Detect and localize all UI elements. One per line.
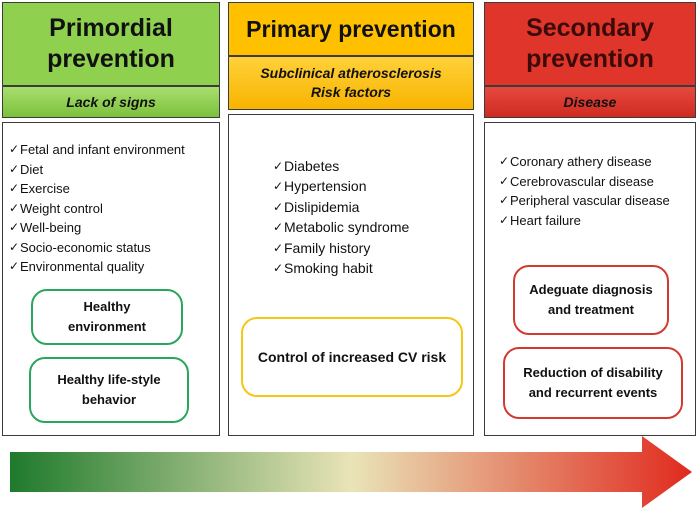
subheader-secondary: Disease	[484, 86, 696, 118]
subheader-primordial: Lack of signs	[2, 86, 220, 118]
panel-primary: ✓Diabetes ✓Hypertension ✓Dislipidemia ✓M…	[228, 114, 474, 436]
header-primary: Primary prevention	[228, 2, 474, 56]
check-icon: ✓	[9, 220, 20, 234]
check-icon: ✓	[273, 240, 284, 255]
box-healthy-environment: Healthy environment	[31, 289, 183, 345]
list-item: ✓Hypertension	[273, 176, 409, 196]
arrow-shape	[10, 436, 692, 508]
list-item-text: Hypertension	[284, 178, 367, 195]
check-icon: ✓	[9, 142, 20, 156]
subheader-primary: Subclinical atherosclerosis Risk factors	[228, 56, 474, 110]
header-secondary-line1: Secondary	[526, 14, 654, 42]
panel-secondary: ✓Coronary athery disease ✓Cerebrovascula…	[484, 122, 696, 436]
list-primary: ✓Diabetes ✓Hypertension ✓Dislipidemia ✓M…	[273, 156, 409, 278]
list-item: ✓Smoking habit	[273, 258, 409, 278]
check-icon: ✓	[9, 259, 20, 273]
right-arrow-icon	[10, 436, 692, 508]
check-icon: ✓	[9, 161, 20, 176]
box-control-cv-risk: Control of increased CV risk	[241, 317, 463, 397]
check-icon: ✓	[499, 154, 510, 168]
check-icon: ✓	[273, 179, 284, 194]
list-item: ✓Diabetes	[273, 156, 409, 176]
check-icon: ✓	[273, 199, 284, 214]
header-primordial: Primordial prevention	[2, 2, 220, 86]
list-item: ✓Peripheral vascular disease	[499, 191, 670, 211]
list-item: ✓Cerebrovascular disease	[499, 172, 670, 192]
check-icon: ✓	[499, 193, 510, 208]
list-item: ✓Heart failure	[499, 211, 670, 231]
list-item-text: Peripheral vascular disease	[510, 193, 670, 209]
list-item: ✓Environmental quality	[9, 257, 185, 277]
box-diagnosis-treatment: Adeguate diagnosis and treatment	[513, 265, 669, 335]
list-item: ✓Well-being	[9, 218, 185, 238]
list-item-text: Diabetes	[284, 158, 340, 174]
list-item-text: Exercise	[20, 181, 70, 196]
header-primordial-line2: prevention	[47, 45, 175, 73]
list-item-text: Heart failure	[510, 213, 581, 229]
list-item-text: Weight control	[20, 200, 103, 216]
list-item: ✓Diet	[9, 160, 185, 180]
list-item-text: Smoking habit	[284, 260, 373, 277]
list-item: ✓Metabolic syndrome	[273, 217, 409, 237]
check-icon: ✓	[499, 213, 510, 228]
list-item-text: Diet	[20, 161, 44, 177]
box-line: environment	[67, 319, 146, 334]
header-primordial-line1: Primordial	[49, 14, 173, 42]
list-item: ✓Exercise	[9, 179, 185, 199]
box-line: and treatment	[548, 302, 634, 317]
subheader-primary-line1: Subclinical atherosclerosis	[260, 65, 442, 81]
check-icon: ✓	[273, 220, 284, 235]
list-item: ✓Weight control	[9, 199, 185, 219]
box-line: behavior	[81, 392, 137, 407]
box-line: Reduction of disability	[523, 365, 663, 380]
check-icon: ✓	[9, 239, 20, 254]
box-line: Adeguate diagnosis	[529, 282, 653, 297]
list-item-text: Environmental quality	[20, 259, 145, 274]
list-item-text: Cerebrovascular disease	[510, 173, 654, 189]
check-icon: ✓	[9, 200, 20, 215]
list-item-text: Well-being	[20, 220, 82, 235]
list-item-text: Coronary athery disease	[510, 154, 652, 169]
box-line: Healthy	[83, 299, 131, 314]
check-icon: ✓	[9, 181, 20, 195]
list-item-text: Socio-economic status	[20, 239, 151, 255]
box-reduction-disability: Reduction of disability and recurrent ev…	[503, 347, 683, 419]
list-item: ✓Fetal and infant environment	[9, 140, 185, 160]
list-secondary: ✓Coronary athery disease ✓Cerebrovascula…	[499, 152, 670, 231]
list-item-text: Dislipidemia	[284, 198, 360, 215]
check-icon: ✓	[273, 261, 284, 276]
list-item: ✓Coronary athery disease	[499, 152, 670, 172]
box-line: Healthy life-style	[57, 372, 161, 387]
list-item-text: Fetal and infant environment	[20, 142, 185, 157]
header-secondary: Secondary prevention	[484, 2, 696, 86]
box-line: Control of increased CV risk	[257, 349, 447, 365]
list-item-text: Metabolic syndrome	[284, 219, 410, 236]
header-primary-line1: Primary prevention	[246, 15, 456, 42]
list-item: ✓Dislipidemia	[273, 197, 409, 217]
panel-primordial: ✓Fetal and infant environment ✓Diet ✓Exe…	[2, 122, 220, 436]
list-item: ✓Socio-economic status	[9, 238, 185, 258]
box-healthy-lifestyle: Healthy life-style behavior	[29, 357, 189, 423]
subheader-primary-line2: Risk factors	[310, 84, 392, 100]
check-icon: ✓	[273, 159, 284, 173]
list-primordial: ✓Fetal and infant environment ✓Diet ✓Exe…	[9, 140, 185, 277]
list-item: ✓Family history	[273, 238, 409, 258]
list-item-text: Family history	[284, 239, 371, 256]
header-secondary-line2: prevention	[526, 45, 654, 73]
box-line: and recurrent events	[528, 385, 658, 400]
check-icon: ✓	[499, 173, 510, 188]
